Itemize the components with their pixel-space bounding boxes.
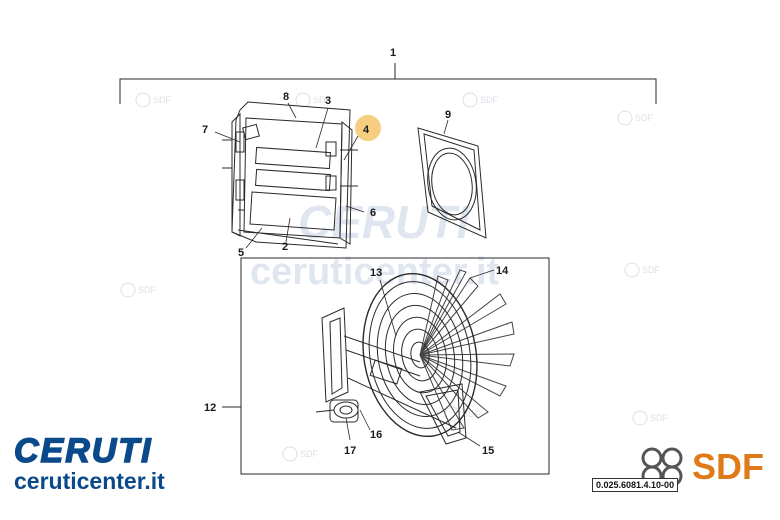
- fan-subassembly-frame: [240, 257, 550, 475]
- callout-2: 2: [282, 241, 288, 253]
- leader-lines: [214, 102, 495, 447]
- callout-14: 14: [496, 265, 509, 277]
- fan-assembly: [315, 269, 515, 445]
- callout-4: 4: [363, 124, 370, 136]
- sdf-logo: SDF: [692, 446, 764, 487]
- watermark-badges: SDF SDF SDF SDF SDF SDF SDF SDF SDF: [120, 92, 669, 462]
- callout-labels: 1 8 3 4 7 9 6 5 2 13 14 12 16 17 15: [202, 47, 509, 457]
- ceruti-logo: CERUTI: [13, 431, 153, 471]
- callout-17: 17: [344, 445, 356, 457]
- callout-1: 1: [390, 47, 396, 59]
- drawing-reference: 0.025.6081.4.10-00: [592, 478, 679, 492]
- ceruti-website: ceruticenter.it: [14, 468, 165, 494]
- callout-9: 9: [445, 109, 451, 121]
- callout-5: 5: [238, 247, 244, 259]
- svg-text:SDF: SDF: [650, 413, 669, 423]
- svg-text:SDF: SDF: [642, 265, 661, 275]
- callout-6: 6: [370, 207, 376, 219]
- fan-shroud: [417, 127, 487, 239]
- watermark-brand: CERUTI: [298, 196, 470, 248]
- svg-text:SDF: SDF: [480, 95, 499, 105]
- svg-text:SDF: SDF: [138, 285, 157, 295]
- highlight-marker: [355, 115, 381, 141]
- callout-8: 8: [283, 91, 289, 103]
- callout-7: 7: [202, 124, 208, 136]
- svg-text:SDF: SDF: [300, 449, 319, 459]
- assembly-bracket: [119, 63, 657, 104]
- callout-13: 13: [370, 267, 382, 279]
- callout-3: 3: [325, 95, 331, 107]
- svg-text:SDF: SDF: [635, 113, 654, 123]
- callout-12: 12: [204, 402, 216, 414]
- svg-text:SDF: SDF: [313, 95, 332, 105]
- svg-text:SDF: SDF: [462, 409, 481, 419]
- callout-15: 15: [482, 445, 494, 457]
- callout-16: 16: [370, 429, 382, 441]
- svg-text:SDF: SDF: [153, 95, 172, 105]
- radiator-assembly: [222, 101, 358, 249]
